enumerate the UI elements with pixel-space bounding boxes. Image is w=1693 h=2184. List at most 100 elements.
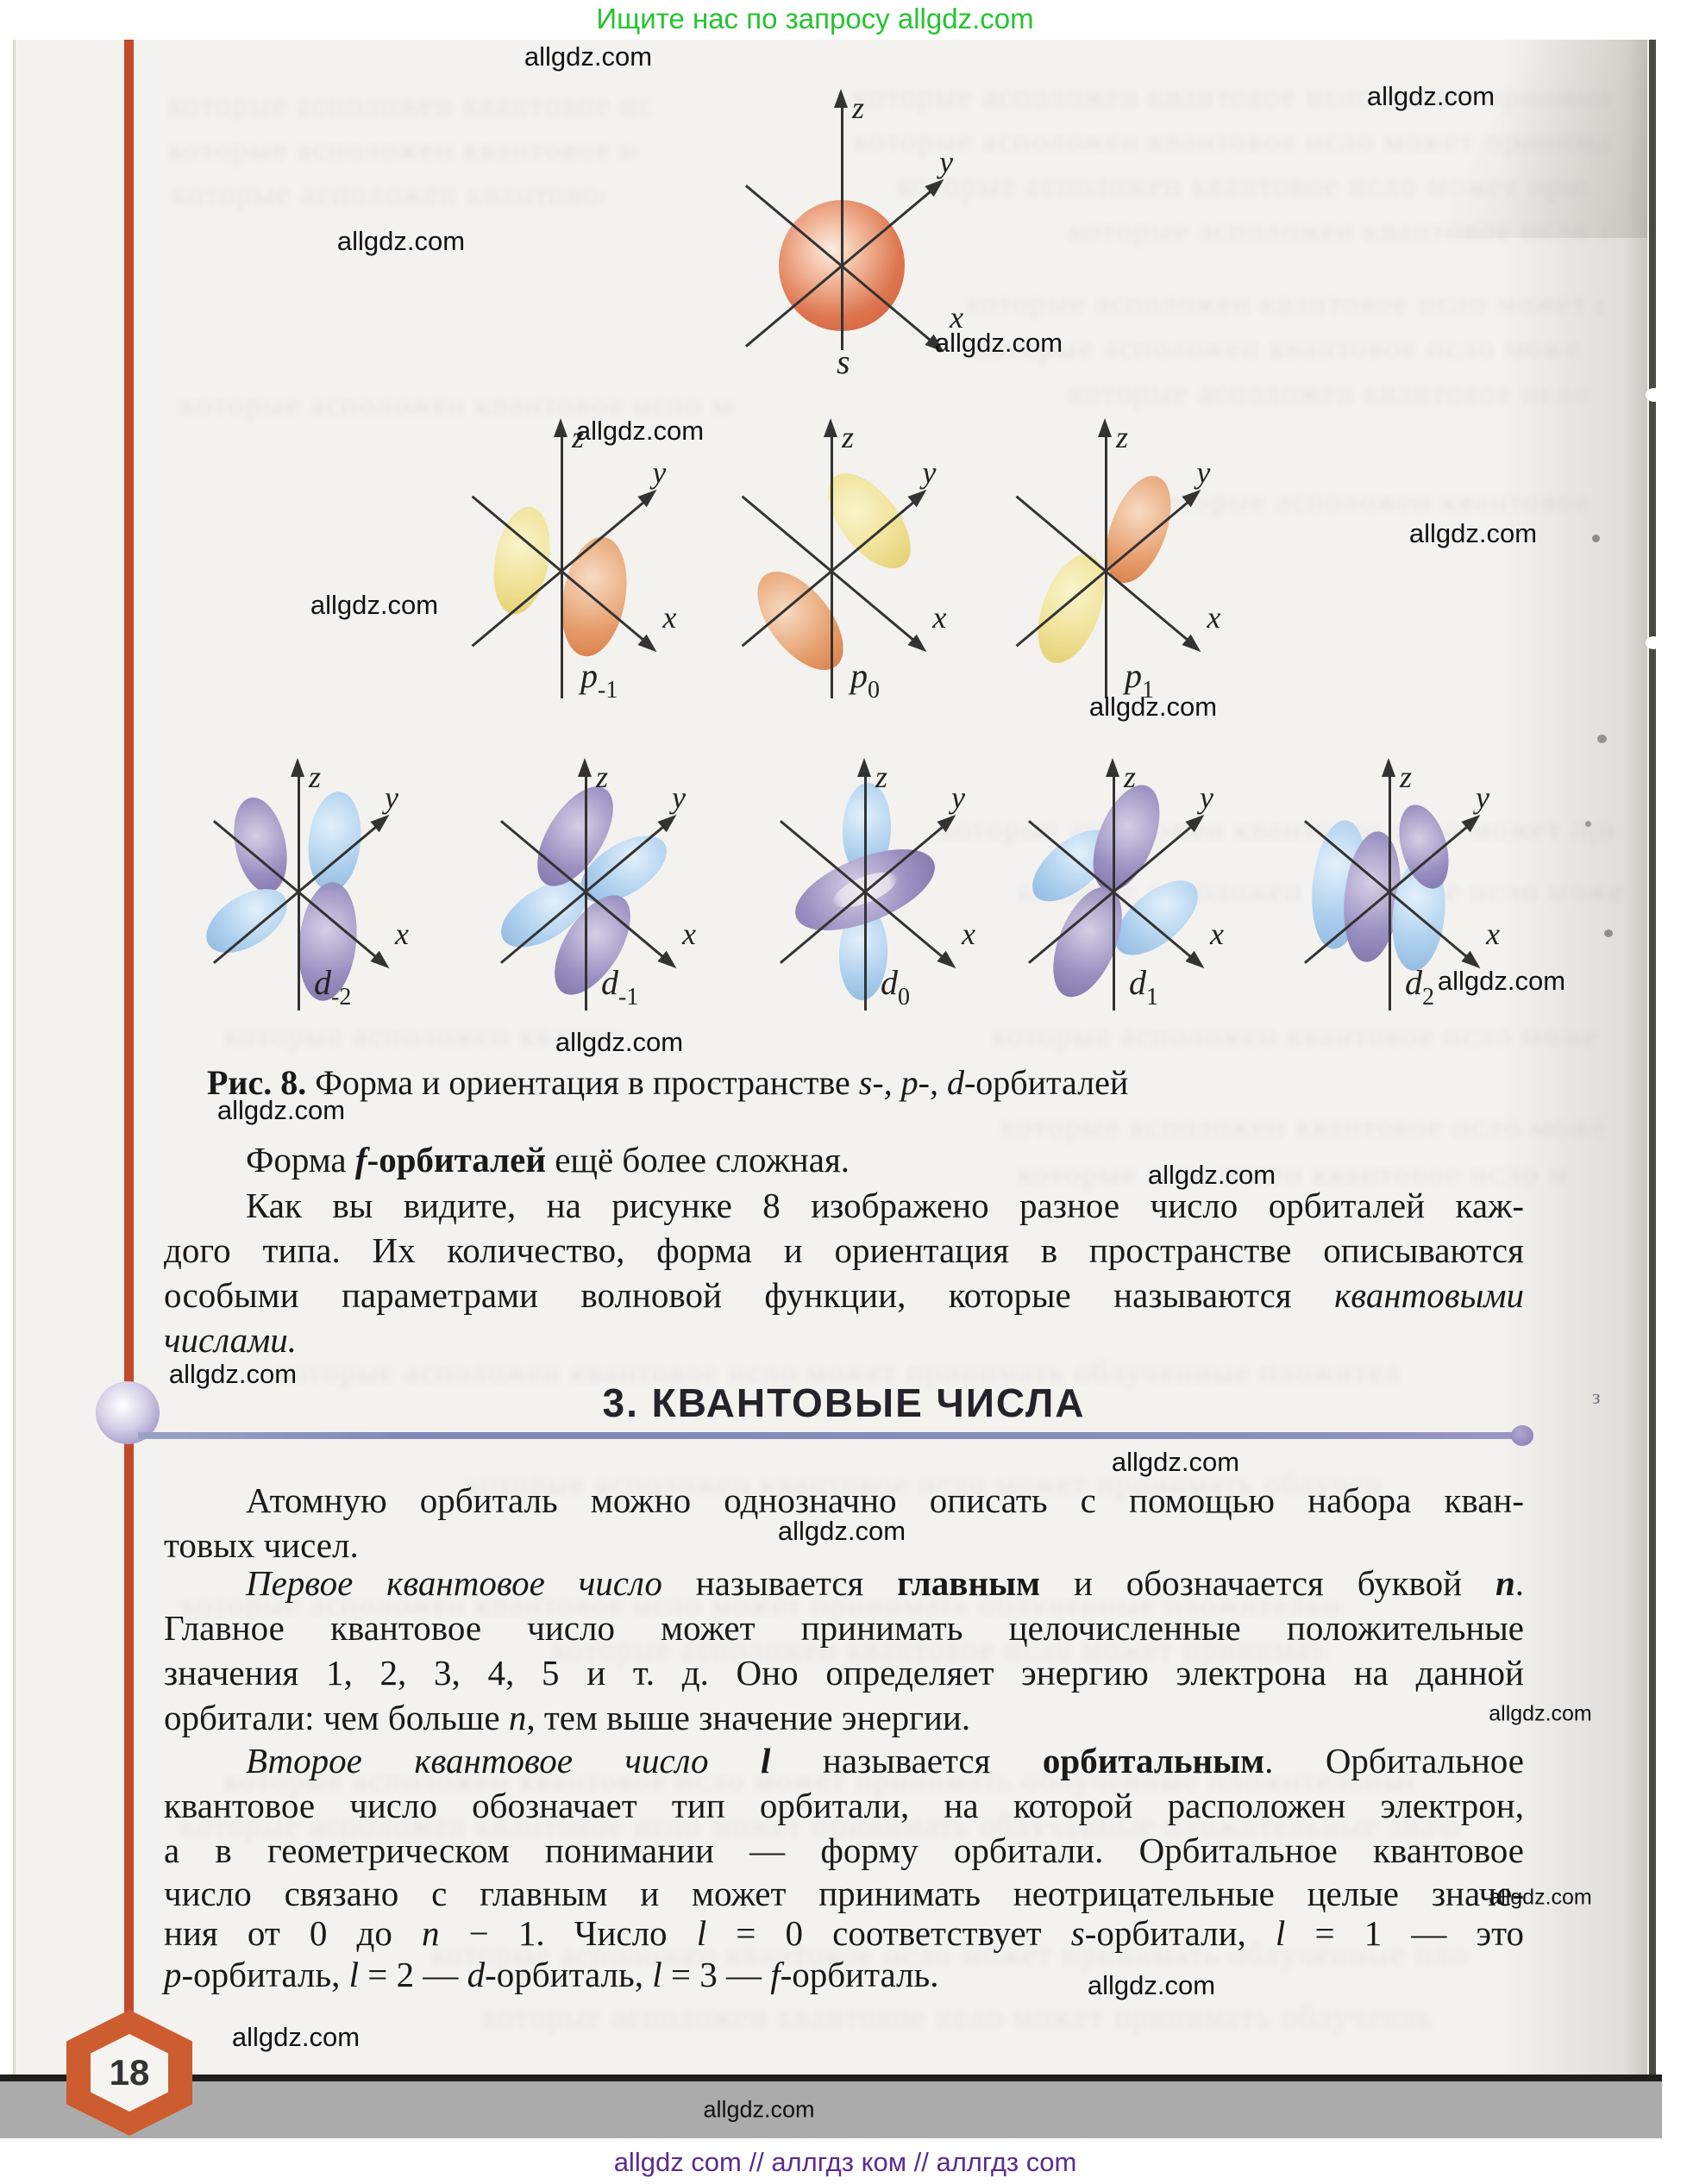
d-orbital-label: d-1 bbox=[601, 963, 639, 1011]
z-axis bbox=[1105, 431, 1107, 698]
page-right-margin bbox=[1656, 0, 1693, 2184]
z-arrow-icon bbox=[1382, 758, 1395, 777]
p-orbital-label: p1 bbox=[1125, 656, 1154, 704]
text-line: Первое квантовое число называется главны… bbox=[246, 1563, 1524, 1603]
showthrough-line: которые асположен квантовое исло может п… bbox=[966, 285, 1604, 320]
text-line: значения 1, 2, 3, 4, 5 и т. д. Оно опред… bbox=[164, 1653, 1524, 1693]
watermark: allgdz.com bbox=[231, 2022, 361, 2052]
z-arrow-icon bbox=[578, 758, 592, 777]
z-axis-label: z bbox=[572, 420, 585, 454]
z-arrow-icon bbox=[291, 758, 304, 777]
watermark: allgdz.com bbox=[524, 41, 653, 72]
text-line: число связано с главным и может принимат… bbox=[164, 1874, 1524, 1913]
z-axis-label: z bbox=[596, 760, 609, 794]
text-line: Второе квантовое число l называется орби… bbox=[246, 1741, 1524, 1780]
text-line: квантовое число обозначает тип орбитали,… bbox=[164, 1786, 1524, 1825]
watermark: allgdz.com bbox=[1087, 1970, 1216, 2000]
showthrough-line: которые асположен квантовое исло может п… bbox=[552, 1632, 1328, 1667]
watermark: allgdz.com bbox=[1408, 518, 1538, 548]
x-axis-label: x bbox=[395, 917, 410, 952]
watermark: allgdz.com bbox=[1366, 81, 1495, 111]
z-axis-label: z bbox=[1116, 420, 1129, 454]
z-arrow-icon bbox=[1098, 418, 1112, 437]
watermark: allgdz.com bbox=[216, 1095, 346, 1125]
showthrough-line: которые асположен квантовое исло может п… bbox=[975, 330, 1578, 365]
showthrough-line: которые асположен квантовое исло может п… bbox=[276, 1355, 1397, 1389]
showthrough-line: которые асположен квантовое исло может п… bbox=[1069, 213, 1604, 247]
y-axis-label: y bbox=[939, 144, 954, 179]
text-line: p-орбиталь, l = 2 — d-орбиталь, l = 3 — … bbox=[164, 1955, 939, 1994]
showthrough-line: которые асположен квантовое исло может п… bbox=[854, 78, 1613, 113]
scan-gray-band bbox=[0, 2081, 1662, 2138]
page-right-shadow bbox=[1501, 40, 1647, 2078]
watermark: allgdz.com bbox=[934, 328, 1063, 358]
red-margin-line bbox=[124, 40, 134, 2016]
text-line: дого типа. Их количество, форма и ориент… bbox=[164, 1230, 1524, 1270]
showthrough-line: которые асположен квантовое исло может п… bbox=[897, 168, 1587, 203]
d-orbital-label: d0 bbox=[881, 963, 910, 1011]
binding-hole bbox=[1646, 388, 1663, 402]
text-line: Как вы видите, на рисунке 8 изображено р… bbox=[246, 1186, 1524, 1225]
y-axis-label: y bbox=[1200, 779, 1214, 815]
z-arrow-icon bbox=[857, 758, 871, 777]
y-axis-label: y bbox=[1196, 455, 1211, 491]
z-axis-label: z bbox=[309, 760, 322, 794]
text-line: Главное квантовое число может принимать … bbox=[164, 1608, 1524, 1648]
binding-hole bbox=[1646, 636, 1661, 649]
s-orbital-label: s bbox=[837, 342, 850, 381]
z-arrow-icon bbox=[834, 89, 848, 108]
showthrough-line: которые асположен квантовое исло может п… bbox=[181, 1808, 1458, 1843]
x-axis-label: x bbox=[662, 599, 677, 635]
z-axis-label: z bbox=[875, 760, 888, 794]
page-bottom-edge bbox=[0, 2074, 1662, 2081]
z-arrow-icon bbox=[824, 418, 837, 437]
watermark: allgdz.com bbox=[555, 1027, 684, 1057]
text-line: товых чисел. bbox=[164, 1525, 359, 1565]
page-corner-shade bbox=[1345, 40, 1647, 238]
x-axis-label: x bbox=[1207, 599, 1221, 635]
text-line: ния от 0 до n − 1. Число l = 0 соответст… bbox=[164, 1913, 1524, 1953]
text-line: числами. bbox=[164, 1320, 298, 1360]
showthrough-line: которые асположен квантовое исло может п… bbox=[1147, 484, 1596, 518]
section-heading-underline bbox=[138, 1432, 1521, 1439]
showthrough-line: которые асположен квантовое исло может п… bbox=[1000, 1109, 1604, 1143]
y-axis-label: y bbox=[385, 779, 399, 815]
text-line: Атомную орбиталь можно однозначно описат… bbox=[246, 1480, 1524, 1520]
figure-caption: Рис. 8. Форма и ориентация в пространств… bbox=[207, 1063, 1129, 1102]
page-number-hexagon-inner bbox=[91, 2034, 168, 2112]
scan-speck bbox=[1604, 929, 1613, 937]
watermark: allgdz.com bbox=[168, 1359, 298, 1389]
x-axis-label: x bbox=[682, 917, 697, 952]
z-axis-label: z bbox=[842, 420, 855, 454]
z-axis-label: z bbox=[1124, 760, 1137, 794]
scan-speck bbox=[1597, 735, 1607, 743]
showthrough-line: которые асположен квантовое исло может п… bbox=[168, 87, 651, 122]
showthrough-line: которые асположен квантовое исло может п… bbox=[483, 1999, 1432, 2034]
section-heading: 3. КВАНТОВЫЕ ЧИСЛА bbox=[602, 1380, 1086, 1425]
watermark: allgdz.com bbox=[1489, 1885, 1592, 1910]
showthrough-line: которые асположен квантовое исло может п… bbox=[431, 1937, 1466, 1972]
showthrough-line: которые асположен квантовое исло может п… bbox=[168, 132, 634, 166]
watermark: allgdz.com bbox=[1111, 1447, 1240, 1477]
showthrough-line: которые асположен квантовое исло может п… bbox=[1018, 1156, 1570, 1191]
d-orbital-label: d2 bbox=[1405, 963, 1434, 1011]
text-line: Форма f-орбиталей ещё более сложная. bbox=[246, 1140, 850, 1180]
z-axis bbox=[831, 431, 833, 698]
text-line: орбитали: чем больше n, тем выше значени… bbox=[164, 1698, 971, 1737]
watermark: allgdz.com bbox=[1088, 691, 1218, 722]
watermark: allgdz.com bbox=[575, 416, 705, 446]
bottom-watermark-banner: allgdz com // аллгдз ком // аллгдз com bbox=[613, 2147, 1077, 2177]
showthrough-line: которые асположен квантовое исло может п… bbox=[854, 123, 1613, 158]
z-arrow-icon bbox=[1106, 758, 1119, 777]
scan-speck bbox=[1592, 535, 1600, 542]
showthrough-line: которые асположен квантовое исло может п… bbox=[992, 1018, 1596, 1053]
text-line: особыми параметрами волновой функции, ко… bbox=[164, 1275, 1524, 1315]
showthrough-line: которые асположен квантовое исло может п… bbox=[1069, 375, 1587, 410]
y-axis-label: y bbox=[1476, 779, 1490, 815]
showthrough-line: которые асположен квантовое исло может п… bbox=[172, 177, 604, 211]
scan-stray-mark: з bbox=[1592, 1386, 1601, 1409]
watermark: allgdz.com bbox=[703, 2096, 815, 2123]
y-axis-label: y bbox=[922, 455, 937, 491]
showthrough-line: которые асположен квантовое исло может п… bbox=[940, 811, 1613, 846]
x-axis-label: x bbox=[962, 917, 976, 952]
